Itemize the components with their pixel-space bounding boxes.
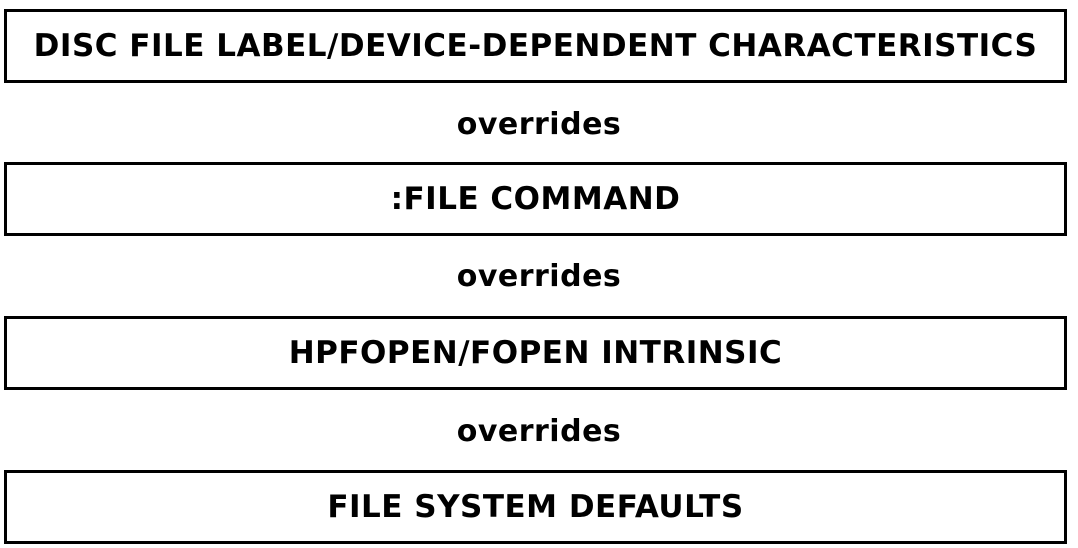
level-box-file-system-defaults: FILE SYSTEM DEFAULTS [4,470,1067,544]
overrides-connector: overrides [456,414,622,449]
overrides-connector: overrides [456,259,622,294]
level-box-hpfopen-intrinsic: HPFOPEN/FOPEN INTRINSIC [4,316,1067,390]
overrides-connector: overrides [456,107,622,142]
level-label: :FILE COMMAND [390,181,681,217]
level-box-file-command: :FILE COMMAND [4,162,1067,236]
level-label: FILE SYSTEM DEFAULTS [327,489,744,525]
level-label: DISC FILE LABEL/DEVICE-DEPENDENT CHARACT… [33,28,1038,64]
level-label: HPFOPEN/FOPEN INTRINSIC [288,335,783,371]
level-box-disc-file-label: DISC FILE LABEL/DEVICE-DEPENDENT CHARACT… [4,9,1067,83]
